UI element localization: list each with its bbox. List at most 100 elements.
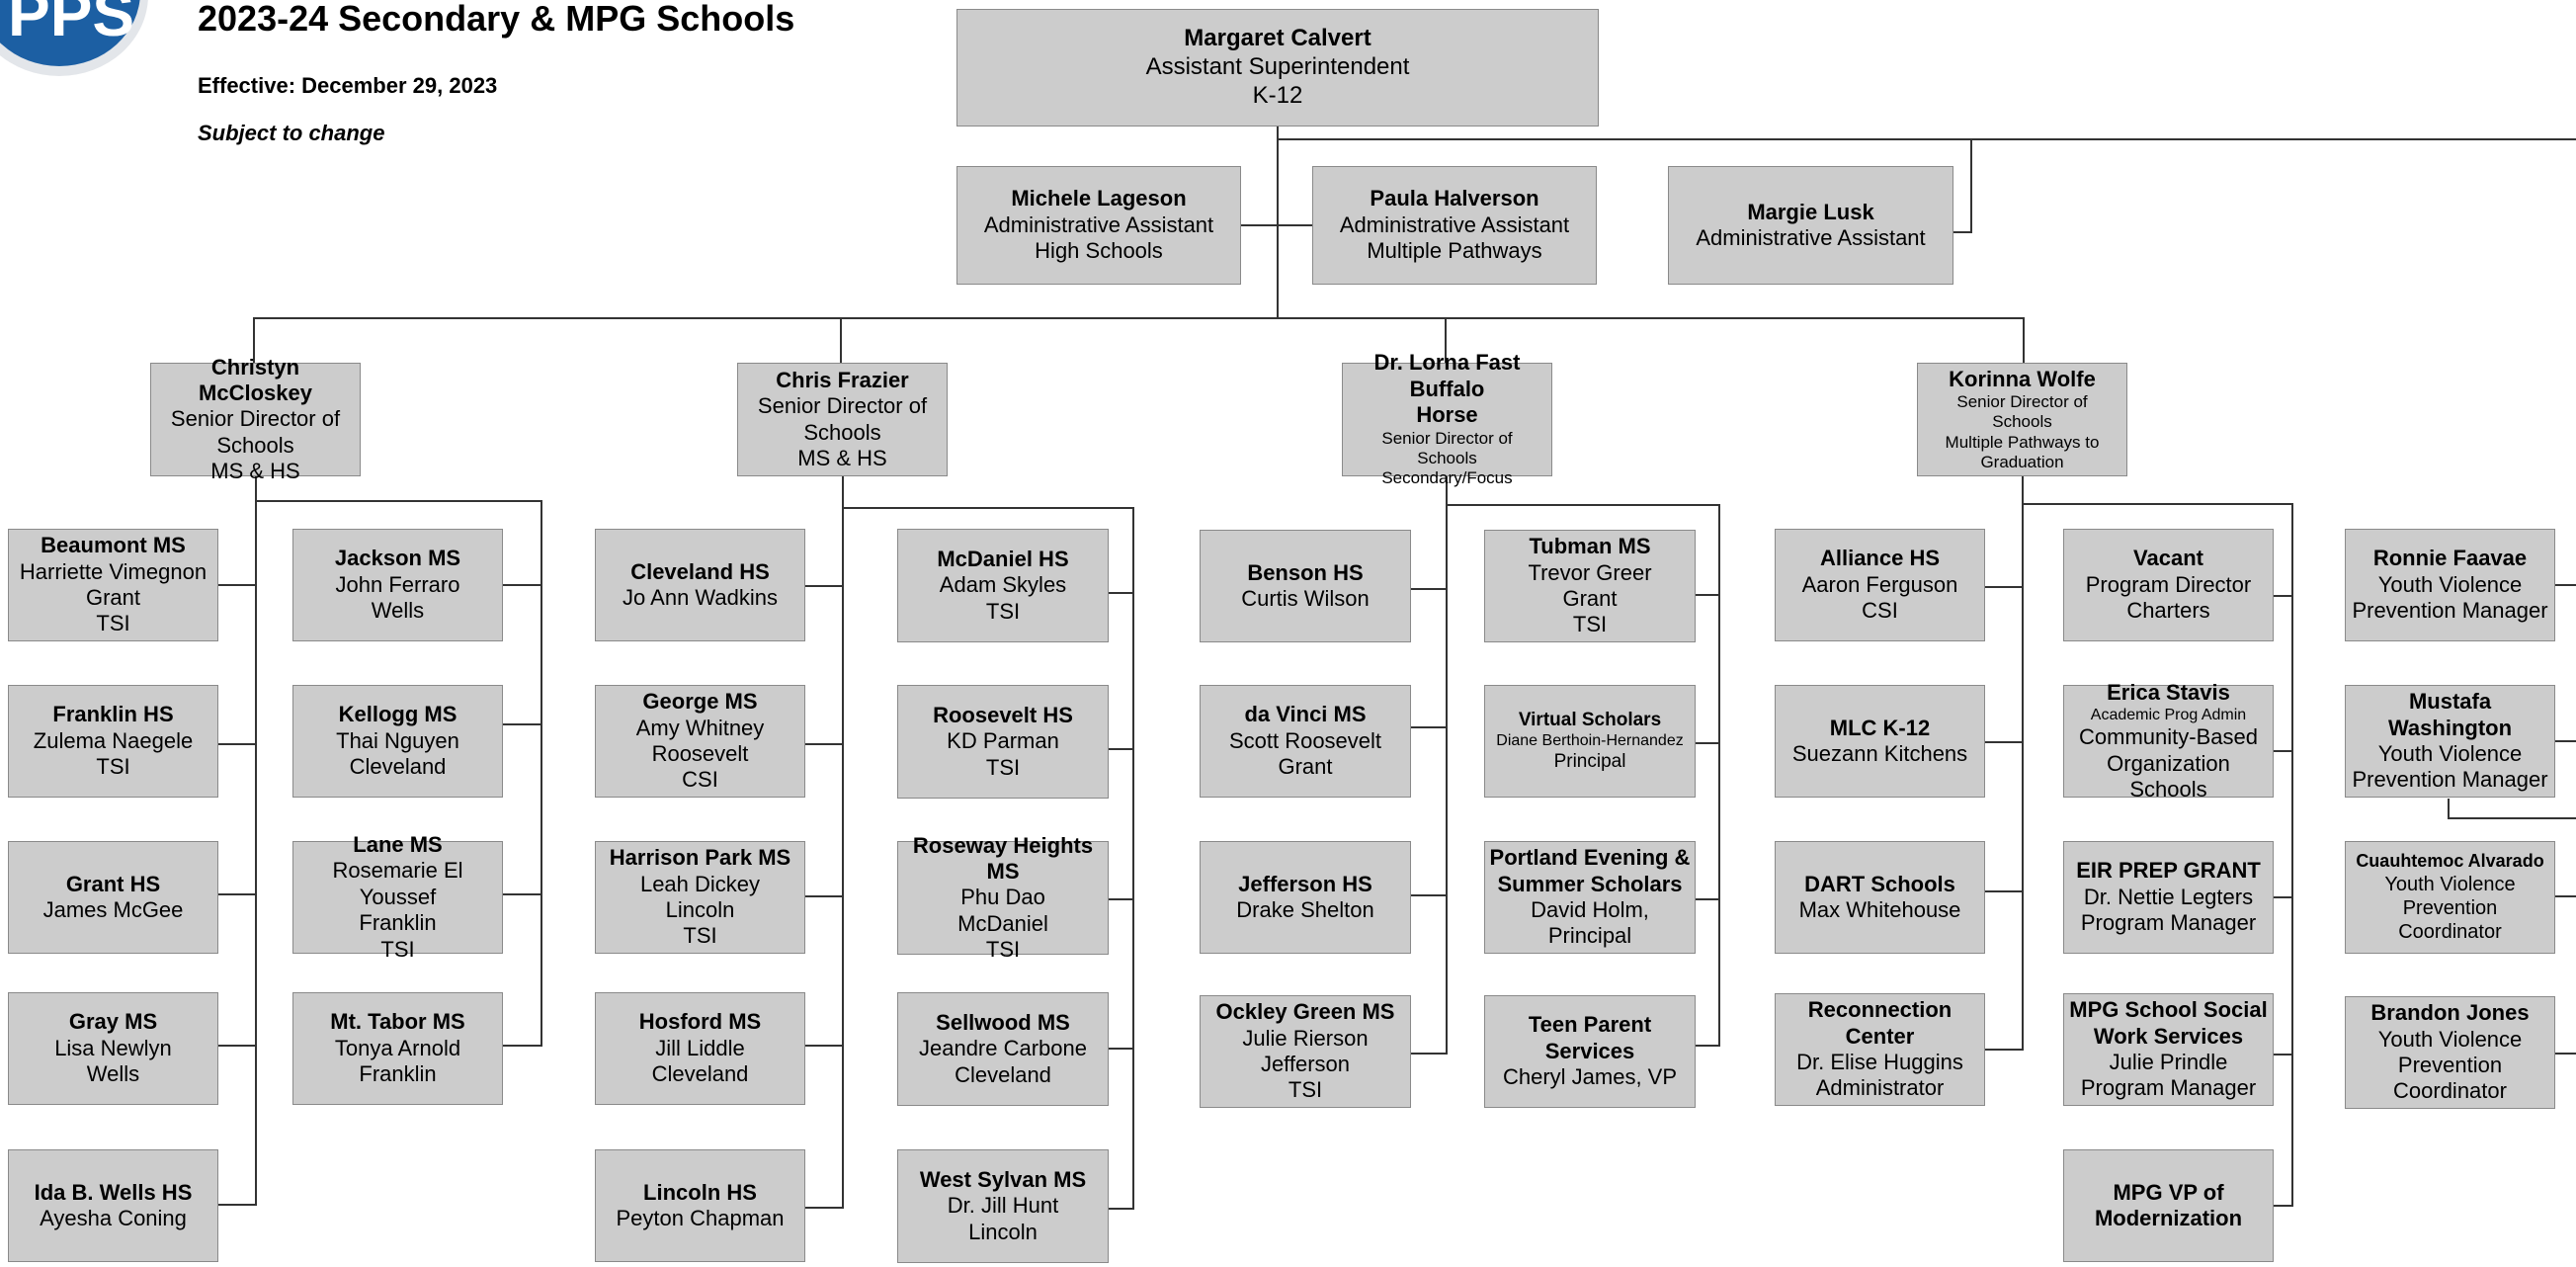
box-line: K-12 — [1252, 81, 1303, 109]
box-line: Tonya Arnold — [334, 1035, 461, 1060]
box-line: Administrator — [1815, 1075, 1945, 1101]
box-line: TSI — [985, 598, 1021, 624]
box-line: Grant — [1278, 754, 1333, 780]
box-name: Tubman MS — [1529, 534, 1651, 559]
box-name: Ida B. Wells HS — [34, 1179, 193, 1205]
box-name: Virtual Scholars — [1518, 709, 1662, 730]
box-line: Franklin — [359, 910, 437, 936]
box-line: TSI — [683, 923, 717, 949]
box-name: Grant HS — [65, 871, 161, 896]
box-line: Lincoln — [665, 897, 735, 922]
box-line: Cheryl James, VP — [1502, 1064, 1678, 1090]
box-line: Assistant Superintendent — [1145, 53, 1410, 81]
box-name: Horse — [1416, 402, 1478, 428]
box-line: Academic Prog Admin — [2090, 707, 2247, 724]
box-line: Program Manager — [2080, 1075, 2257, 1101]
box-line: Zulema Naegele — [33, 727, 194, 753]
box-name: MLC K-12 — [1829, 715, 1931, 740]
box-line: Senior Director of — [1381, 428, 1513, 448]
box-line: TSI — [985, 754, 1021, 780]
box-line: Senior Director of — [757, 393, 928, 419]
box-name: Beaumont MS — [41, 533, 186, 558]
svg-text:PPS: PPS — [8, 0, 134, 49]
box-name: McDaniel HS — [937, 546, 1069, 571]
box-line: Senior Director of — [170, 406, 341, 432]
box-line: Multiple Pathways to — [1945, 432, 2100, 452]
box-line: Administrative Assistant — [1696, 225, 1926, 250]
box-name: Teen Parent Services — [1528, 1012, 1652, 1063]
box-name: Korinna Wolfe — [1949, 366, 2096, 391]
box-line: Graduation — [1980, 453, 2064, 472]
box-name: EIR PREP GRANT — [2076, 858, 2261, 884]
box-line: MS & HS — [210, 459, 300, 484]
box-line: Wells — [371, 598, 425, 624]
box-name: Hosford MS — [638, 1009, 762, 1035]
box-line: Coordinator — [2398, 920, 2502, 943]
box-line: Schools — [1417, 448, 1477, 467]
box-line: Schools — [1992, 412, 2052, 432]
box-line: Cleveland — [349, 754, 447, 780]
box-name: Mustafa Washington — [2387, 689, 2513, 740]
box-line: James McGee — [42, 897, 184, 922]
box-line: Curtis Wilson — [1241, 586, 1370, 611]
box-name: Cuauhtemoc Alvarado — [2356, 851, 2544, 872]
box-line: Secondary/Focus — [1381, 468, 1513, 488]
box-line: TSI — [96, 754, 130, 780]
box-line: CSI — [1862, 598, 1898, 624]
box-line: Modernization — [2094, 1206, 2243, 1230]
box-name: MPG VP of — [2113, 1179, 2224, 1205]
box-line: Charters — [2126, 598, 2210, 624]
box-name: West Sylvan MS — [919, 1166, 1087, 1192]
box-name: DART Schools — [1804, 871, 1955, 896]
box-name: MPG School Social — [2069, 997, 2268, 1023]
box-line: Jill Liddle — [655, 1035, 745, 1060]
box-line: Scott Roosevelt — [1228, 727, 1382, 753]
box-line: Max Whitehouse — [1798, 897, 1961, 922]
box-name: Erica Stavis — [2107, 679, 2230, 705]
box-line: Dr. Nettie Legters — [2083, 884, 2254, 909]
box-name: Michele Lageson — [1011, 186, 1187, 211]
box-line: Phu Dao — [960, 885, 1045, 910]
box-line: Youth Violence — [2384, 873, 2516, 895]
box-line: Aaron Ferguson — [1801, 571, 1958, 597]
box-line: TSI — [1288, 1077, 1323, 1103]
box-line: Julie Prindle — [2109, 1050, 2228, 1074]
box-name: Brandon Jones — [2370, 1000, 2530, 1026]
box-line: Trevor Greer — [1528, 559, 1652, 585]
box-name: Margaret Calvert — [1184, 25, 1371, 52]
box-name: Dr. Lorna Fast Buffalo — [1373, 350, 1521, 401]
box-line: Jefferson — [1260, 1052, 1351, 1076]
box-line: Schools — [216, 432, 294, 458]
page-title: 2023-24 Secondary & MPG Schools — [198, 0, 795, 39]
box-name: Franklin HS — [52, 702, 174, 727]
box-name: Sellwood MS — [936, 1009, 1070, 1035]
effective-date: Effective: December 29, 2023 — [198, 73, 498, 98]
box-line: Diane Berthoin-Hernandez — [1496, 732, 1684, 750]
